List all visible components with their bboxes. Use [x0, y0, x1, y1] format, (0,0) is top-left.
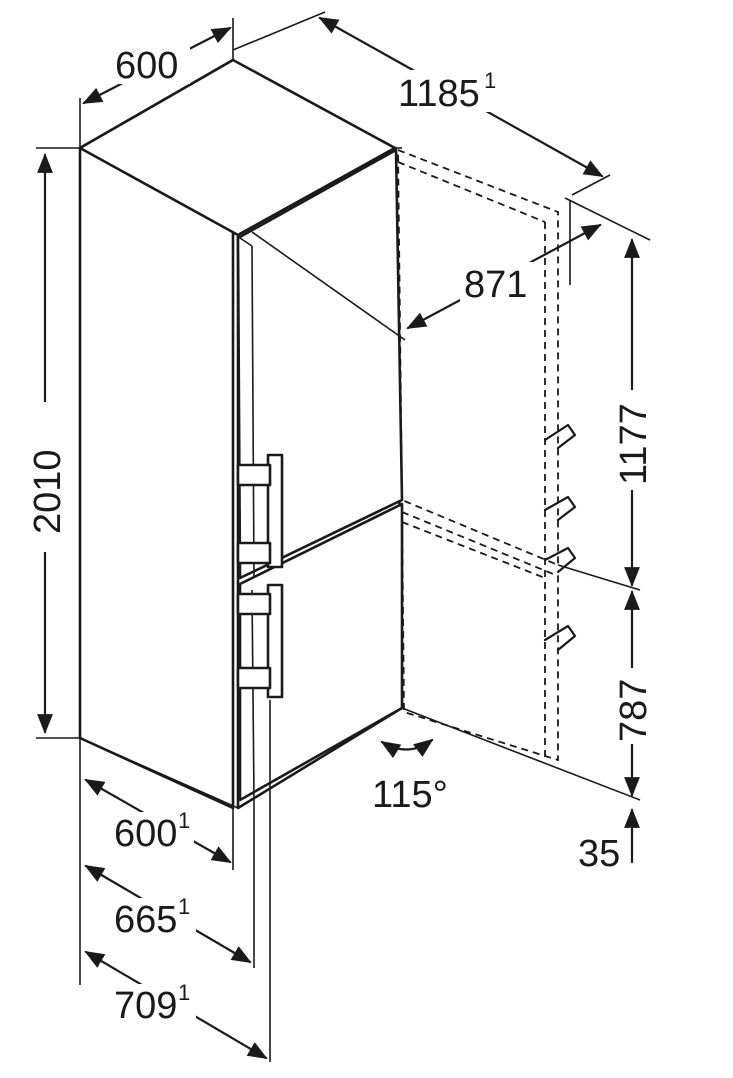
- fridge-doors: [236, 148, 404, 802]
- label-top-width: 600: [115, 45, 178, 87]
- label-door-angle: 115°: [372, 774, 448, 816]
- freezer-door-edge: [251, 589, 255, 799]
- label-base-width: 600: [114, 813, 177, 855]
- fridge-handle-top-mount: [236, 463, 272, 487]
- open-door-handle-4: [543, 624, 577, 652]
- label-door-swing: 871: [464, 264, 527, 306]
- fridge-door-edge: [251, 245, 255, 577]
- label-depth-body-note: 1: [178, 894, 190, 919]
- door-angle-arc: [380, 738, 434, 759]
- open-door-handle-3: [543, 546, 577, 574]
- label-total-depth-note: 1: [484, 68, 496, 93]
- dimension-labels: 600 1185 1 871 2010 1177 787 35 115° 600…: [22, 42, 655, 1027]
- open-door-inner-top: [397, 161, 546, 223]
- label-depth-handle-note: 1: [178, 980, 190, 1005]
- open-fridge-door-dashed: [397, 148, 559, 567]
- extension-lines: [36, 11, 651, 1062]
- fridge-handle: [236, 453, 284, 569]
- freezer-handle: [236, 583, 284, 699]
- label-total-depth: 1185: [398, 73, 480, 115]
- open-door-handle-2: [543, 495, 577, 522]
- label-depth-body: 665: [114, 899, 177, 941]
- fridge-handle-bar: [266, 453, 284, 569]
- label-base-width-note: 1: [178, 808, 190, 833]
- label-fridge-height: 1177: [613, 403, 655, 485]
- label-plinth: 35: [578, 833, 620, 875]
- open-freezer-door-dashed: [401, 510, 559, 762]
- freezer-handle-bottom-mount: [236, 666, 272, 690]
- label-freezer-height: 787: [613, 679, 655, 742]
- door-edge-top: [239, 237, 253, 247]
- fridge-handle-bottom-mount: [236, 541, 272, 565]
- open-door-inner-mid: [401, 521, 546, 579]
- cabinet-top-edge: [79, 147, 239, 236]
- freezer-handle-top-mount: [236, 592, 272, 616]
- freezer-handle-bar: [266, 583, 284, 699]
- open-door-handle-1: [543, 423, 577, 450]
- label-height: 2010: [27, 449, 69, 534]
- open-door-outline: [397, 148, 577, 762]
- label-depth-handle: 709: [114, 985, 177, 1027]
